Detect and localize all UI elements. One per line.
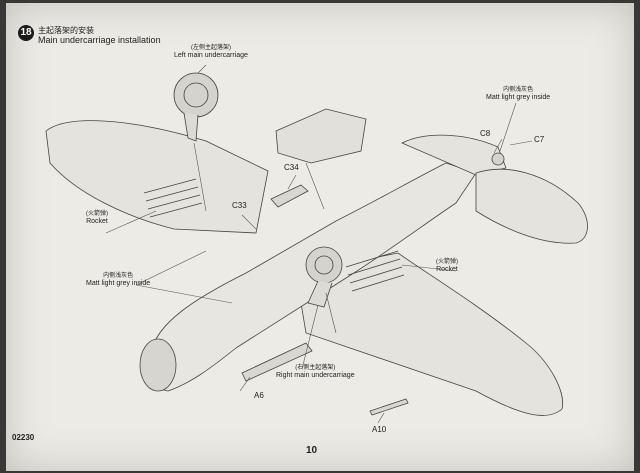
callout-text-cn: (火箭弹) [86,211,108,217]
rockets-left [143,178,203,218]
callout-text-cn: (火箭弹) [436,259,458,265]
rockets-right [345,250,405,292]
callout-text-en: Matt light grey inside [486,93,551,101]
callout-text-cn: 内侧浅灰色 [103,273,134,279]
step-number-badge: 18 [18,25,34,41]
part-label-c33: C33 [232,201,247,210]
part-label-c34: C34 [284,163,299,172]
a6-gear-door [241,342,313,382]
callout-text-en: Right main undercarriage [276,371,355,379]
right-main-undercarriage-callout: (右侧主起落架) Right main undercarriage [276,365,355,380]
rocket-callout-right: (火箭弹) Rocket [436,259,458,274]
callout-text-en: Matt light grey inside [86,279,151,287]
engine-cowling [139,338,177,392]
instruction-page: 18 主起落架的安装 Main undercarriage installati… [6,3,634,471]
product-code: 02230 [12,433,35,442]
rocket-callout-left: (火箭弹) Rocket [86,211,108,226]
matt-light-grey-inside-callout-left: 内侧浅灰色 Matt light grey inside [86,273,150,288]
left-wing [45,120,269,234]
a10-part [369,398,409,416]
tail-stabilizer [475,168,588,244]
c34-part [270,184,309,208]
callout-text-en: Rocket [436,265,458,273]
right-main-strut [307,280,333,308]
tail-wheel [491,152,505,166]
part-label-c8: C8 [480,129,491,138]
matt-light-grey-inside-callout-right: 内侧浅灰色 Matt light grey inside [486,87,550,102]
left-main-undercarriage-callout: (左侧主起落架) Left main undercarriage [174,45,248,60]
step-title-chinese: 主起落架的安装 [38,26,94,35]
left-main-strut [183,112,199,142]
part-label-a10: A10 [372,425,387,434]
page-number: 10 [306,445,318,456]
right-wing [295,252,564,416]
part-label-c7: C7 [534,135,545,144]
callout-text-cn: (左侧主起落架) [190,45,231,51]
fuselage-panel-part [275,108,367,164]
left-main-wheel [173,72,219,118]
callout-text-en: Left main undercarriage [174,51,248,59]
callout-text-cn: (右侧主起落架) [295,365,336,371]
part-label-a6: A6 [254,391,264,400]
callout-text-en: Rocket [86,217,108,225]
callout-text-cn: 内侧浅灰色 [503,87,534,93]
aircraft-assembly-drawing [45,64,588,424]
right-main-wheel [305,246,343,284]
step-title: Main undercarriage installation [38,35,161,45]
leader-lines [105,64,533,424]
